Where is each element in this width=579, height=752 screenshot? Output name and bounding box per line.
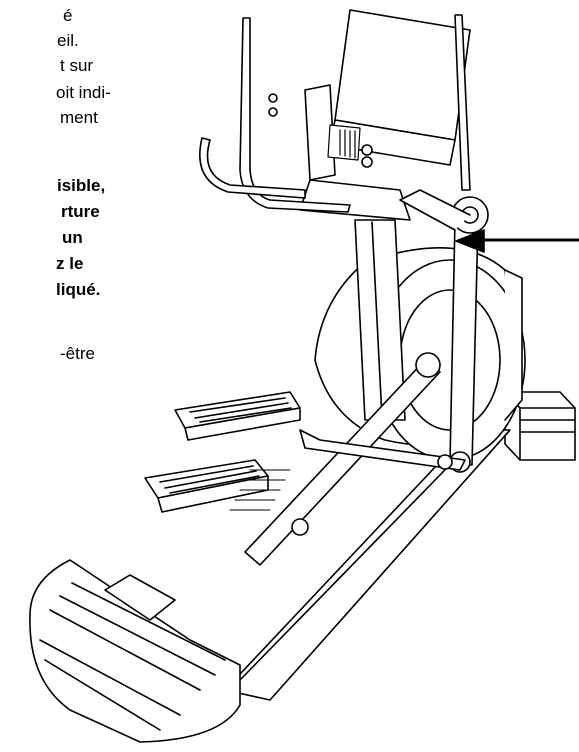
text-line: oit indi-: [56, 83, 111, 102]
text-line: ment: [60, 108, 98, 127]
text-line: é: [63, 6, 73, 25]
text-line: isible,: [57, 176, 106, 195]
handlebars: [200, 15, 470, 212]
flywheel-housing: [315, 248, 525, 460]
text-line: t sur: [60, 56, 94, 75]
text-line: rture: [61, 202, 100, 221]
text-line: liqué.: [56, 280, 101, 299]
console: [269, 10, 470, 220]
pedal-left: [175, 392, 300, 440]
front-stabilizer: [30, 560, 240, 742]
pedal-arms: [245, 353, 465, 565]
swing-arm: [400, 190, 488, 472]
text-line: z le: [56, 254, 84, 273]
rail-slats: [230, 470, 290, 510]
text-line: -être: [60, 344, 95, 363]
text-line: eil.: [57, 31, 79, 50]
callout-arrow-icon: [456, 230, 579, 252]
text-line: un: [62, 228, 83, 247]
pedal-right: [145, 460, 268, 512]
upright-post: [355, 220, 405, 420]
